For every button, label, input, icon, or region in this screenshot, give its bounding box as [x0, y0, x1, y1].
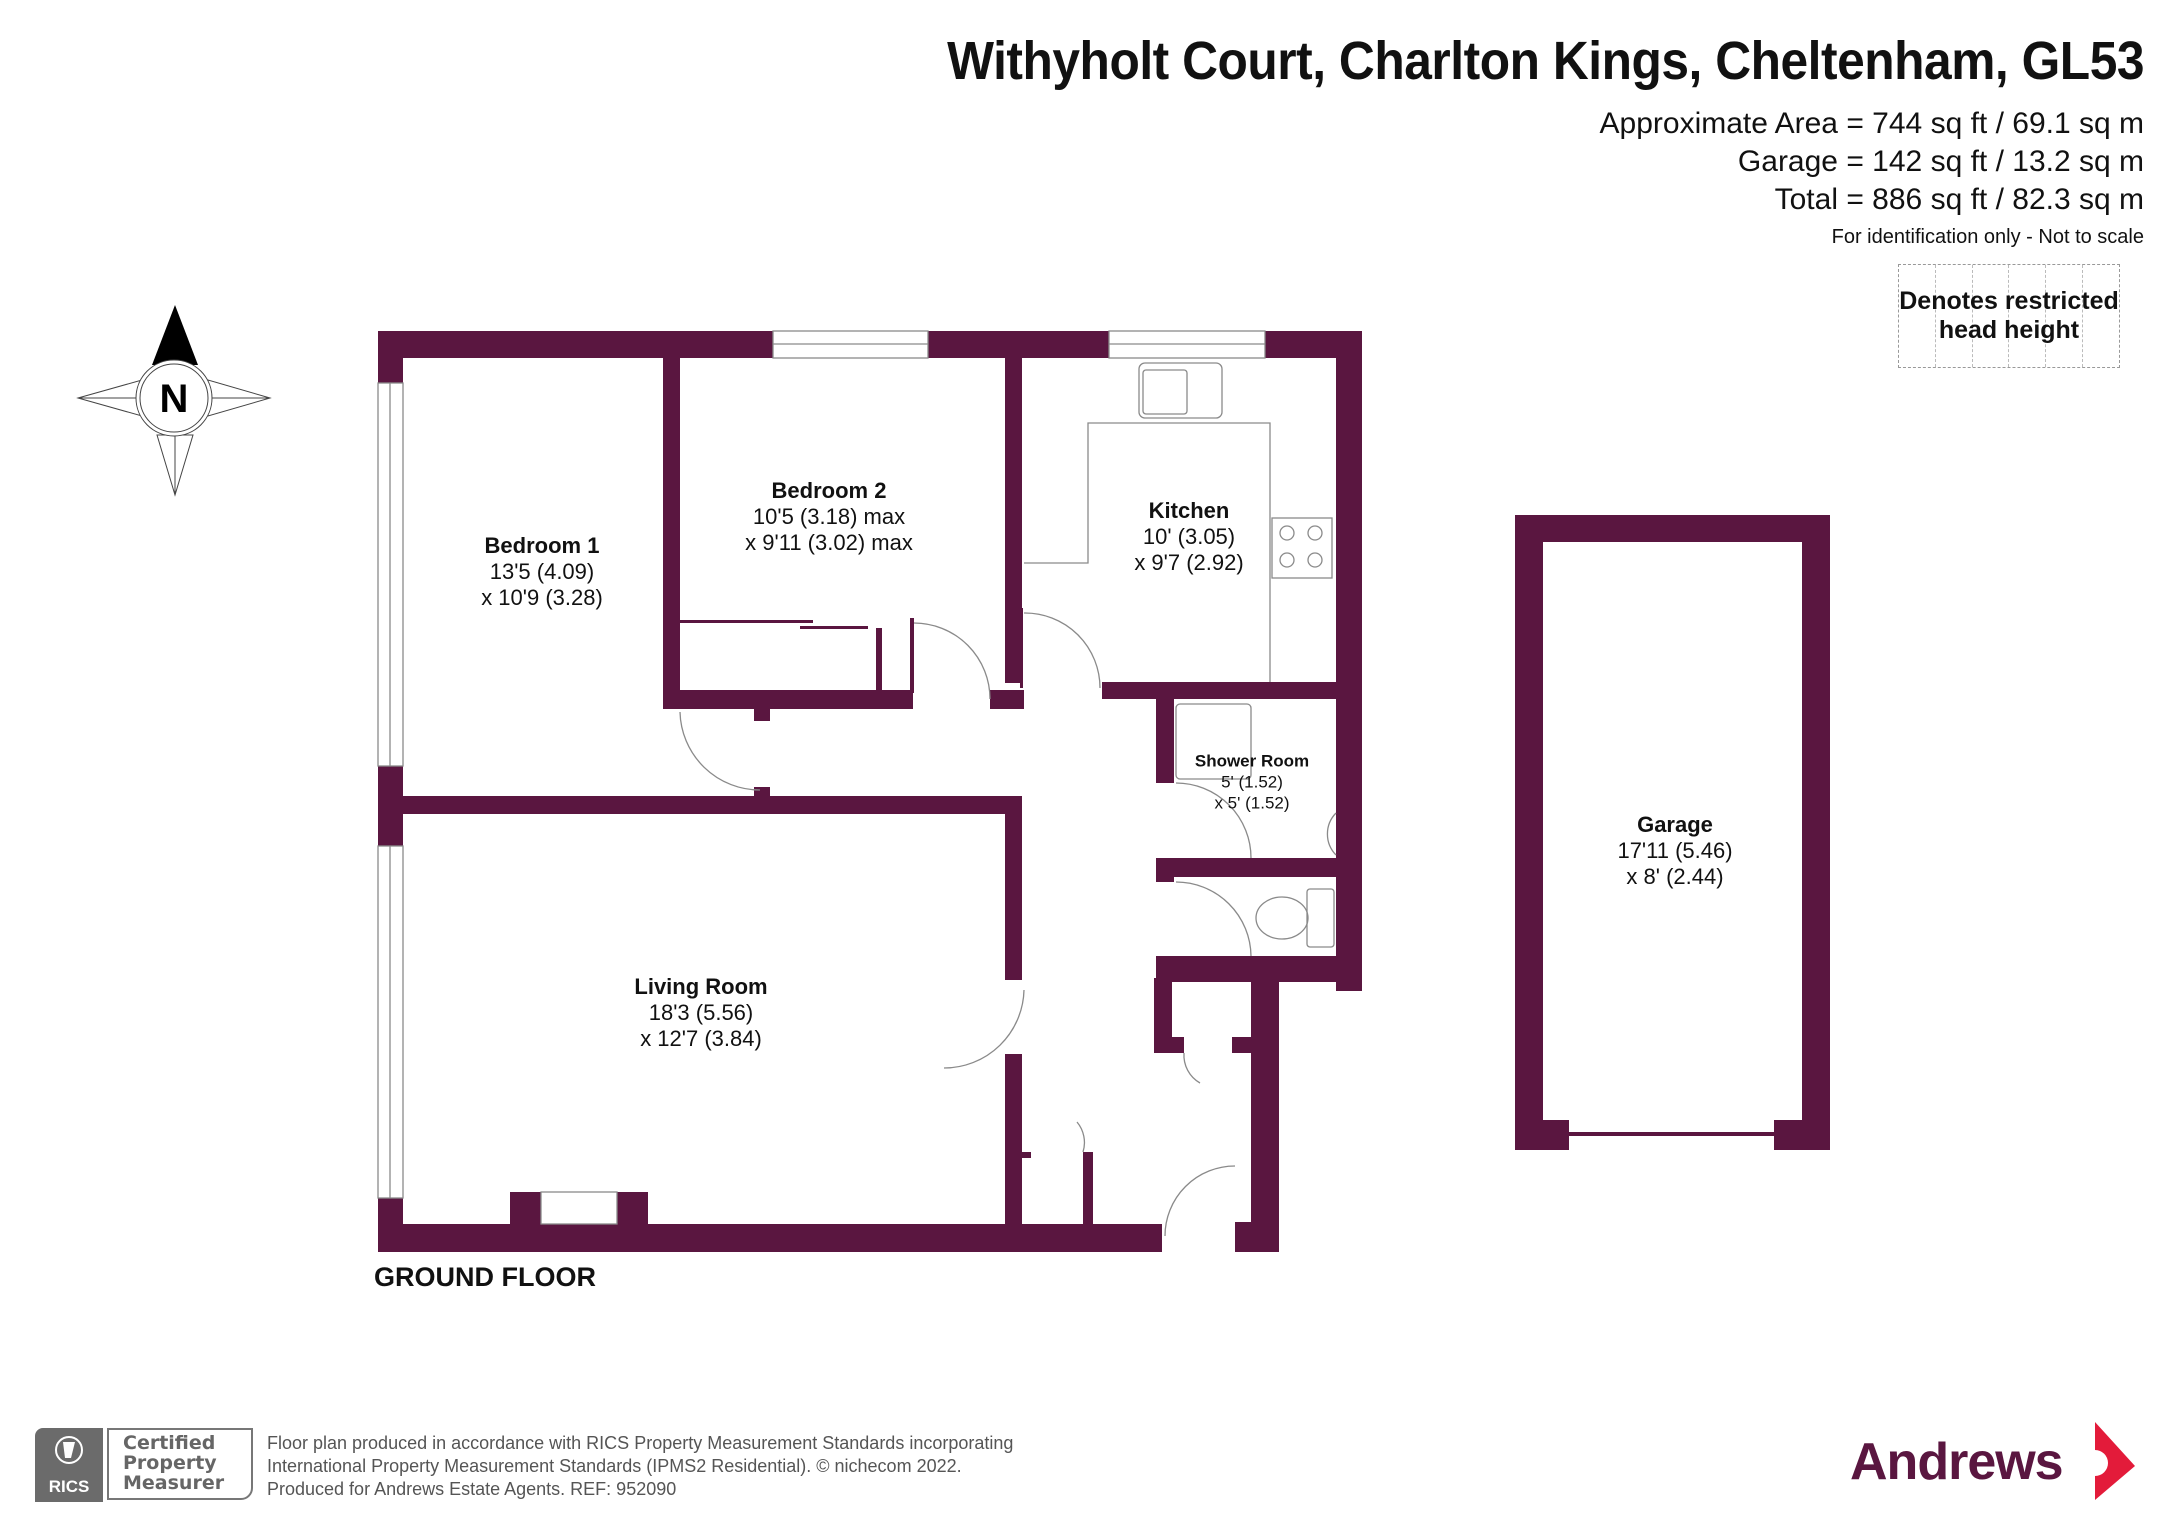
room-garage: Garage 17'11 (5.46) x 8' (2.44): [1617, 812, 1732, 890]
room-name: Garage: [1637, 812, 1713, 837]
legend-hatch: [1899, 265, 2119, 367]
garage-area: Garage = 142 sq ft / 13.2 sq m: [1737, 145, 2144, 178]
property-title: Withyholt Court, Charlton Kings, Chelten…: [947, 31, 2144, 91]
room-bedroom-1: Bedroom 1 13'5 (4.09) x 10'9 (3.28): [481, 533, 603, 611]
scale-note: For identification only - Not to scale: [1831, 226, 2144, 248]
room-name: Bedroom 2: [771, 478, 887, 503]
room-dim-1: 10'5 (3.18) max: [752, 504, 906, 529]
room-name: Living Room: [634, 974, 768, 999]
andrews-arrow-icon: [2095, 1422, 2135, 1500]
room-shower-room: Shower Room 5' (1.52) x 5' (1.52): [1195, 751, 1309, 814]
room-name: Shower Room: [1194, 751, 1310, 771]
compass-n-label: N: [160, 377, 189, 421]
room-dim-1: 5' (1.52): [1221, 772, 1283, 792]
room-living-room: Living Room 18'3 (5.56) x 12'7 (3.84): [634, 974, 767, 1052]
room-dim-2: x 5' (1.52): [1214, 793, 1290, 813]
room-dim-1: 17'11 (5.46): [1617, 838, 1733, 863]
room-dim-1: 10' (3.05): [1142, 524, 1236, 549]
footer-line-1: Floor plan produced in accordance with R…: [267, 1433, 1014, 1453]
north-compass-icon: N: [76, 305, 272, 497]
andrews-logo-text: Andrews: [1850, 1433, 2064, 1491]
badge-line-2: Property: [123, 1452, 217, 1474]
room-bedroom-2: Bedroom 2 10'5 (3.18) max x 9'11 (3.02) …: [745, 478, 913, 556]
approximate-area: Approximate Area = 744 sq ft / 69.1 sq m: [1599, 107, 2144, 140]
rics-logo: RICS: [35, 1428, 103, 1502]
room-dim-1: 13'5 (4.09): [489, 559, 595, 584]
rics-certified-badge: RICS Certified Property Measurer: [35, 1428, 253, 1502]
room-dim-2: x 12'7 (3.84): [640, 1026, 762, 1051]
room-dim-2: x 9'7 (2.92): [1134, 550, 1244, 575]
floor-label: GROUND FLOOR: [374, 1262, 596, 1292]
room-dim-2: x 8' (2.44): [1626, 864, 1724, 889]
restricted-head-height-legend: Denotes restricted head height: [1898, 264, 2120, 368]
rics-mark: RICS: [48, 1477, 90, 1496]
badge-line-1: Certified: [123, 1432, 216, 1454]
total-area: Total = 886 sq ft / 82.3 sq m: [1774, 183, 2144, 216]
rics-lion-icon: [55, 1436, 83, 1464]
legend-line-2: head height: [1938, 316, 2080, 344]
footer-disclaimer: Floor plan produced in accordance with R…: [267, 1432, 1013, 1501]
room-kitchen: Kitchen 10' (3.05) x 9'7 (2.92): [1134, 498, 1243, 576]
badge-line-3: Measurer: [123, 1472, 225, 1494]
certified-measurer-label: Certified Property Measurer: [107, 1428, 253, 1500]
room-dim-2: x 9'11 (3.02) max: [745, 530, 913, 555]
room-name: Bedroom 1: [484, 533, 600, 558]
footer-line-2: International Property Measurement Stand…: [267, 1456, 962, 1476]
footer-line-3: Produced for Andrews Estate Agents. REF:…: [267, 1479, 677, 1499]
room-name: Kitchen: [1148, 498, 1230, 523]
legend-line-1: Denotes restricted: [1899, 287, 2119, 315]
room-dim-1: 18'3 (5.56): [648, 1000, 754, 1025]
room-dim-2: x 10'9 (3.28): [481, 585, 603, 610]
